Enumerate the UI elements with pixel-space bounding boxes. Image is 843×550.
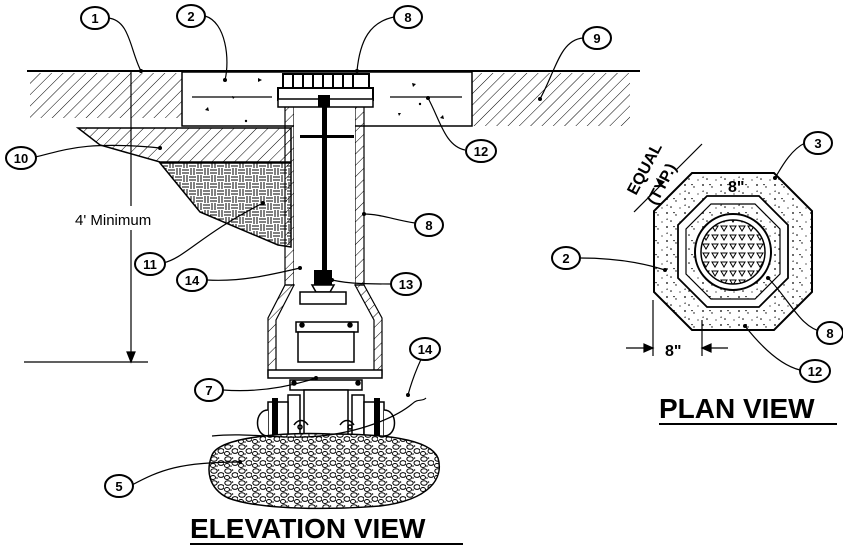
- callout-8-top: 8: [393, 5, 423, 29]
- earth-hatch-right: [472, 73, 630, 126]
- callout-12: 12: [465, 139, 497, 163]
- min-depth-label: 4' Minimum: [75, 212, 151, 229]
- equal-typ-dimension: [633, 143, 703, 213]
- svg-text:12: 12: [808, 364, 822, 379]
- plan-leaders: [579, 142, 824, 371]
- svg-text:12: 12: [474, 144, 488, 159]
- riser-bell: [267, 284, 383, 379]
- callout-7: 7: [194, 378, 224, 402]
- offset-dimension: [626, 300, 728, 356]
- pad-width-label: 8": [728, 179, 744, 196]
- callout-10: 10: [5, 146, 37, 170]
- callout-13: 13: [390, 272, 422, 296]
- gravel-bed: [208, 432, 440, 510]
- riser-wall-right: [354, 94, 365, 286]
- svg-text:5: 5: [115, 479, 122, 494]
- plan-callout-8: 8: [816, 321, 843, 345]
- svg-text:8: 8: [826, 326, 833, 341]
- fabric-wrap: [158, 162, 292, 248]
- plan-callout-2: 2: [551, 246, 581, 270]
- svg-text:13: 13: [399, 277, 413, 292]
- svg-text:8: 8: [404, 10, 411, 25]
- svg-text:3: 3: [814, 136, 821, 151]
- callout-1: 1: [80, 6, 110, 30]
- svg-text:9: 9: [593, 31, 600, 46]
- pad-aggregate: [205, 78, 444, 123]
- riser-wall-left: [284, 94, 295, 286]
- plan-callout-3: 3: [803, 131, 833, 155]
- svg-text:7: 7: [205, 383, 212, 398]
- pad-offset-label: 8": [665, 343, 681, 360]
- svg-text:10: 10: [14, 151, 28, 166]
- svg-text:2: 2: [187, 9, 194, 24]
- callout-8-side: 8: [414, 213, 444, 237]
- callout-14: 14: [176, 268, 208, 292]
- callout-2: 2: [176, 4, 206, 28]
- tracer-wire: [211, 397, 427, 438]
- callout-14-right: 14: [409, 337, 441, 361]
- svg-text:1: 1: [91, 11, 98, 26]
- svg-text:14: 14: [185, 273, 200, 288]
- plan-lid: [700, 219, 766, 285]
- svg-text:8: 8: [425, 218, 432, 233]
- callout-11: 11: [134, 252, 166, 276]
- elevation-view: 4' Minimum: [5, 4, 640, 545]
- plan-callout-12: 12: [799, 359, 831, 383]
- svg-text:14: 14: [418, 342, 433, 357]
- elevation-view-title: ELEVATION VIEW: [190, 513, 426, 544]
- earth-hatch-left: [30, 73, 182, 118]
- gate-valve: [287, 291, 365, 448]
- callout-9: 9: [582, 26, 612, 50]
- plan-view: EQUAL (TYP.) 8" 8" 3: [551, 131, 843, 425]
- plan-view-title: PLAN VIEW: [659, 393, 815, 424]
- svg-text:11: 11: [143, 257, 157, 272]
- svg-text:2: 2: [562, 251, 569, 266]
- callout-5: 5: [104, 474, 134, 498]
